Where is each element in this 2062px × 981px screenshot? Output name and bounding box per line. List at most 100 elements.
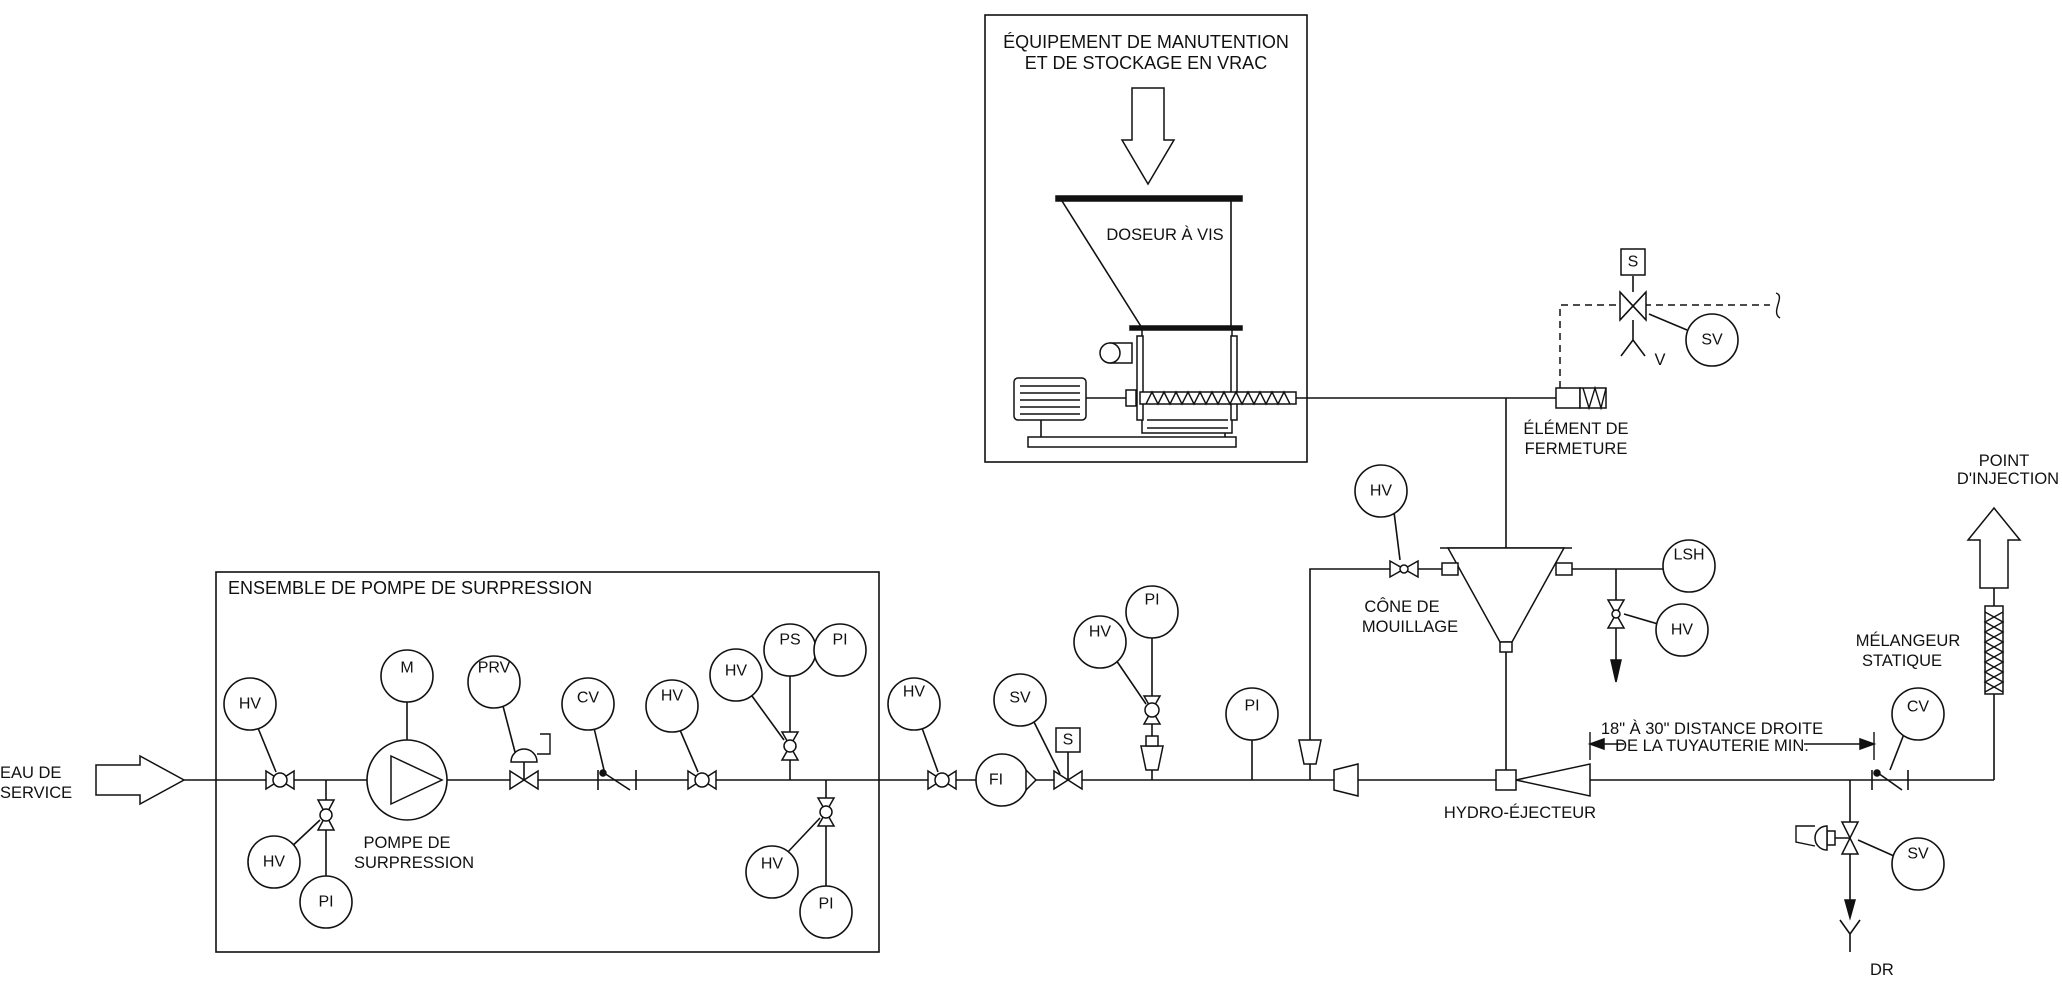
hv-valve-2: [316, 799, 336, 831]
wetting-cone: [1440, 547, 1573, 653]
cv-leader-1: [593, 727, 605, 771]
bulk-handling-title-line1: ÉQUIPEMENT DE MANUTENTION: [1003, 32, 1289, 52]
drain-arrow: [1844, 899, 1856, 921]
solenoid-s-label-upper: S: [1628, 254, 1639, 271]
dimension-label-bg: [1624, 735, 1804, 753]
straight-run-label-1: 18" À 30" DISTANCE DROITE: [1601, 719, 1823, 738]
sv-bubble-drain: [1891, 837, 1945, 891]
cv-bubble-1-text: CV: [577, 690, 600, 707]
closing-element: [1555, 385, 1607, 411]
bulk-handling-box: [984, 14, 1308, 463]
injection-point-label-1: POINT: [1979, 452, 2029, 470]
pi-bubble-5-text: PI: [1244, 698, 1259, 715]
cv-leader-2: [1889, 733, 1905, 771]
fi-bubble-text: FI: [989, 772, 1003, 789]
closing-element-label-1: ÉLÉMENT DE: [1523, 419, 1628, 438]
hv-valve-cone-drain: [1606, 599, 1626, 629]
reducer-wetting-branch: [1298, 739, 1322, 765]
fi-meter-arrow: [1025, 768, 1038, 792]
vent-label: V: [1654, 351, 1665, 369]
bulk-handling-title-line2: ET DE STOCKAGE EN VRAC: [1025, 53, 1267, 73]
sv-bubble-upper: [1685, 313, 1739, 367]
solenoid-valve-drain: [1795, 821, 1860, 855]
hv-bubble-2-text: HV: [263, 854, 286, 871]
sv-bubble-main: [993, 673, 1047, 727]
booster-pump-label-1: POMPE DE: [363, 834, 450, 852]
hv-valve-1: [265, 769, 295, 791]
pneumatic-signal-line: [1559, 304, 1770, 388]
prv-leader: [502, 705, 516, 753]
hv-bubble-5: [745, 845, 799, 899]
wetting-water-line: [1309, 568, 1442, 740]
pi-bubble-1-text: PI: [318, 894, 333, 911]
hv-bubble-wetting-text: HV: [1370, 483, 1393, 500]
wetting-cone-label-2: MOUILLAGE: [1362, 618, 1458, 636]
check-valve-2: [1871, 769, 1909, 791]
injection-point-label-2: D'INJECTION: [1957, 470, 2059, 488]
ps-bubble-text: PS: [779, 632, 800, 649]
prv-bubble-text: PRV: [478, 660, 511, 677]
bulk-feed-arrow: [1120, 87, 1176, 186]
check-valve-1: [597, 769, 637, 791]
straight-run-label-2: DE LA TUYAUTERIE MIN.: [1615, 737, 1809, 755]
hv-leader-cone-drain: [1623, 613, 1659, 625]
hv-bubble-3-text: HV: [661, 688, 684, 705]
service-water-label-2: SERVICE: [0, 784, 72, 802]
hv-valve-wetting: [1389, 559, 1419, 579]
hv-leader-4: [751, 695, 785, 741]
booster-pump-label-2: SURPRESSION: [354, 854, 474, 872]
drain-label: DR: [1870, 961, 1894, 979]
hv-leader-3: [679, 729, 699, 773]
hv-bubble-wetting: [1354, 464, 1408, 518]
solenoid-valve-main: [1053, 727, 1083, 791]
sv-bubble-main-text: SV: [1009, 690, 1031, 707]
closing-element-label-2: FERMETURE: [1525, 440, 1628, 458]
hv-bubble-2: [247, 835, 301, 889]
pi-bubble-4: [1125, 585, 1179, 639]
cv-bubble-1: [561, 677, 615, 731]
static-mixer-pattern: [1983, 611, 2005, 693]
sv-bubble-drain-text: SV: [1907, 846, 1929, 863]
prv-valve: [509, 733, 551, 791]
reducer-main: [1333, 763, 1359, 797]
hv-bubble-4-text: HV: [725, 663, 748, 680]
hv-leader-5: [785, 817, 821, 855]
prv-bubble: [467, 655, 521, 709]
hv-bubble-1-text: HV: [239, 696, 262, 713]
hv-bubble-7: [1073, 615, 1127, 669]
hv-bubble-6-text: HV: [903, 684, 926, 701]
solenoid-valve-upper: [1619, 248, 1647, 357]
signal-break-icon: [1775, 292, 1781, 319]
booster-pump-box: [215, 571, 880, 953]
static-mixer-label-2: STATIQUE: [1862, 652, 1942, 670]
hv-bubble-cone-drain: [1655, 603, 1709, 657]
pi-bubble-3-text: PI: [818, 896, 833, 913]
hv-leader-wetting: [1393, 511, 1401, 561]
hv-valve-7: [1142, 695, 1162, 725]
service-water-arrow: [95, 754, 186, 806]
hv-bubble-4: [709, 648, 763, 702]
m-bubble: [380, 649, 434, 703]
service-water-label-1: EAU DE: [0, 764, 61, 782]
screw-feeder-label: DOSEUR À VIS: [1106, 225, 1223, 244]
sv-leader-main: [1033, 721, 1061, 775]
hv-leader-6: [921, 727, 939, 773]
hydro-ejector: [1495, 769, 1517, 791]
lsh-bubble: [1662, 539, 1716, 593]
hv-leader-1: [257, 727, 277, 773]
reducer-pi-branch: [1140, 745, 1164, 771]
hv-bubble-6: [887, 677, 941, 731]
sv-leader-upper: [1648, 313, 1688, 331]
hv-bubble-1: [223, 677, 277, 731]
pi-bubble-3: [799, 885, 853, 939]
pi-bubble-1: [299, 875, 353, 929]
cone-drain-arrow: [1610, 659, 1622, 683]
hv-valve-4: [780, 731, 800, 761]
sv-leader-drain: [1857, 839, 1895, 857]
solenoid-s-label-main: S: [1063, 732, 1074, 749]
pi-bubble-5: [1225, 687, 1279, 741]
hv-leader-7: [1115, 659, 1147, 705]
pi-bubble-4-text: PI: [1144, 592, 1159, 609]
screw-feeder: [1013, 195, 1297, 448]
